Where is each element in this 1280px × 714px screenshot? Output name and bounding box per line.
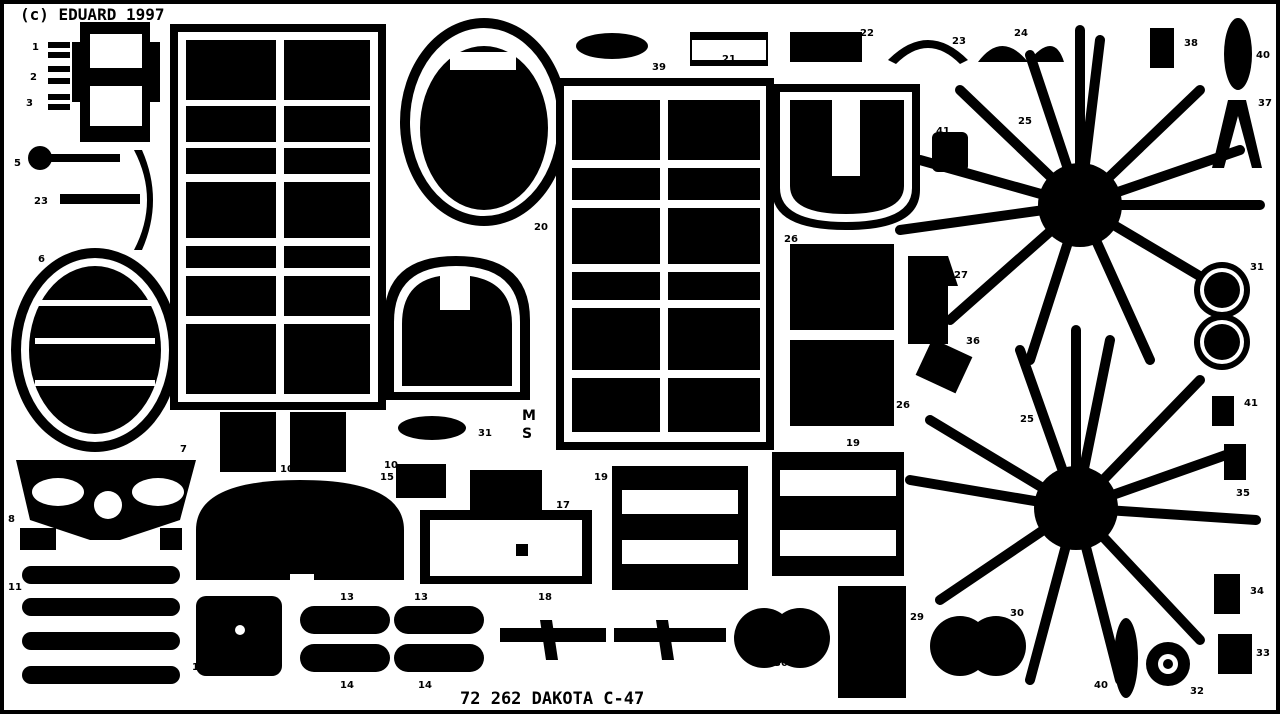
- panel-right-large: [556, 78, 774, 450]
- window-arched: [384, 256, 530, 400]
- part-13-14-wheels: [300, 606, 484, 672]
- label-12: 12: [192, 662, 206, 673]
- label-34: 34: [1250, 586, 1264, 597]
- part-7-panel: [16, 460, 196, 540]
- label-4: 4: [84, 74, 91, 85]
- label-41b: 41: [1244, 398, 1258, 409]
- label-7: 7: [180, 444, 187, 455]
- small-right-parts: [888, 18, 1262, 698]
- label-14a: 14: [340, 680, 354, 691]
- label-23: 23: [952, 36, 966, 47]
- label-40a: 40: [1256, 50, 1270, 61]
- label-30a: 30: [774, 658, 788, 669]
- label-35: 35: [1236, 488, 1250, 499]
- part-30-discs: [734, 608, 1026, 676]
- part-20-window: [400, 18, 568, 226]
- part-1-3-ladders: [48, 42, 70, 110]
- part-12: [196, 596, 282, 676]
- label-40b: 40: [1094, 680, 1108, 691]
- label-20: 20: [534, 222, 548, 233]
- label-36: 36: [966, 336, 980, 347]
- label-18: 18: [538, 592, 552, 603]
- label-10b: 10: [384, 460, 398, 471]
- label-3: 3: [26, 98, 33, 109]
- label-19b: 19: [846, 438, 860, 449]
- part-29: [838, 586, 906, 698]
- part-4-frame: [72, 22, 160, 142]
- label-8: 8: [8, 514, 15, 525]
- label-25b: 25: [1020, 414, 1034, 425]
- mark-s: S: [522, 426, 532, 442]
- part-5-handle: [28, 146, 120, 170]
- label-13b: 13: [414, 592, 428, 603]
- label-29: 29: [910, 612, 924, 623]
- part-11-strips: [22, 566, 180, 684]
- label-11: 11: [8, 582, 22, 593]
- label-5: 5: [14, 158, 21, 169]
- label-30b: 30: [1010, 608, 1024, 619]
- label-25a: 25: [1018, 116, 1032, 127]
- sheet-title: 72 262 DAKOTA C-47: [460, 689, 644, 709]
- label-26a: 26: [784, 234, 798, 245]
- label-1: 1: [32, 42, 39, 53]
- label-21: 21: [722, 54, 736, 65]
- label-15: 15: [380, 472, 394, 483]
- part-26-panels: [790, 244, 894, 426]
- label-26b: 26: [896, 400, 910, 411]
- part-16: [396, 464, 446, 498]
- label-6: 6: [38, 254, 45, 265]
- part-25-engine-lower: [905, 325, 1261, 685]
- part-17-frame: [420, 470, 592, 584]
- label-27: 27: [954, 270, 968, 281]
- part-18-props: [500, 620, 726, 660]
- label-13a: 13: [340, 592, 354, 603]
- label-2: 2: [30, 72, 37, 83]
- part-number-labels: 1 2 3 4 5 23 6 7 8 9 10 10 11 12 13 13 1…: [8, 28, 1272, 697]
- label-39: 39: [652, 62, 666, 73]
- window-u-shape: [772, 84, 920, 230]
- label-31a: 31: [478, 428, 492, 439]
- label-32: 32: [1190, 686, 1204, 697]
- label-14b: 14: [418, 680, 432, 691]
- part-31-parts: [398, 33, 648, 440]
- part-19-grilles: [612, 452, 904, 590]
- label-24: 24: [1014, 28, 1028, 39]
- label-10a: 10: [280, 464, 294, 475]
- label-28: 23: [34, 196, 48, 207]
- part-6-window: [11, 248, 179, 452]
- part-28-strut: [60, 150, 153, 250]
- part-25-engine-upper: [895, 25, 1265, 365]
- mark-m: M: [522, 408, 536, 424]
- label-22: 22: [860, 28, 874, 39]
- label-37: 37: [1258, 98, 1272, 109]
- part-10: [220, 412, 346, 472]
- part-9: [160, 528, 182, 550]
- panel-left-large: [170, 24, 386, 410]
- part-22: [790, 32, 862, 62]
- label-19a: 19: [594, 472, 608, 483]
- label-33: 33: [1256, 648, 1270, 659]
- label-41a: 41: [936, 126, 950, 137]
- label-31b: 31: [1250, 262, 1264, 273]
- part-15-panel: [196, 480, 404, 584]
- copyright-text: (c) EDUARD 1997: [20, 5, 165, 24]
- label-17: 17: [556, 500, 570, 511]
- label-9: 9: [170, 514, 177, 525]
- part-8: [20, 528, 56, 550]
- label-38: 38: [1184, 38, 1198, 49]
